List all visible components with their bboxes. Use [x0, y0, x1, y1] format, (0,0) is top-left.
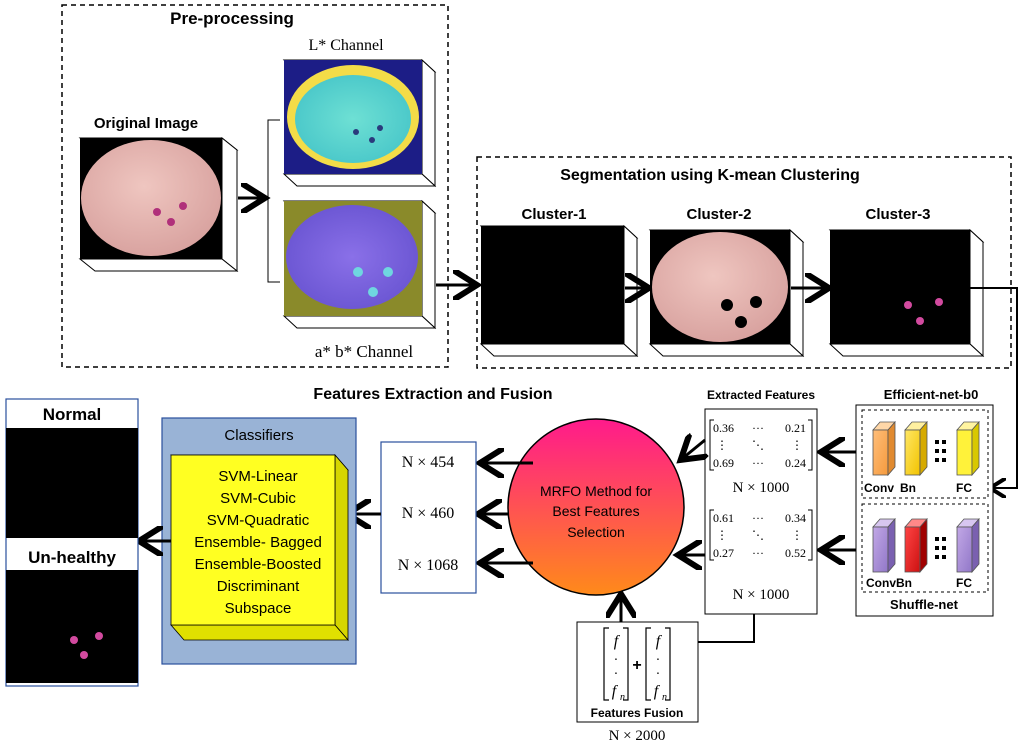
- fusion-f1-bottom: f: [612, 683, 619, 700]
- mrfo-line-2: Best Features: [552, 503, 639, 519]
- fusion-plus: +: [632, 657, 641, 674]
- matrix2-c: 0.27: [713, 546, 734, 560]
- mrfo-line-1: MRFO Method for: [540, 483, 652, 499]
- segmentation-title: Segmentation using K-mean Clustering: [560, 167, 860, 184]
- svg-text:·: ·: [656, 667, 661, 682]
- classifier-1: SVM-Linear: [218, 468, 297, 485]
- matrix1-d: 0.24: [785, 456, 806, 470]
- l-channel-tile: [282, 58, 437, 188]
- matrix2-d: 0.52: [785, 546, 806, 560]
- classifier-7: Subspace: [225, 600, 292, 617]
- classifiers-3d-box: [170, 453, 349, 642]
- mrfo-line-3: Selection: [567, 524, 625, 540]
- selected-dim-2: N × 460: [402, 505, 455, 522]
- cluster-1-tile: [479, 224, 639, 358]
- shufflenet-convbn-label: ConvBn: [866, 576, 912, 590]
- matrix2-dots-v2: ⋮: [791, 528, 803, 542]
- l-channel-label: L* Channel: [308, 37, 384, 54]
- normal-image: [6, 428, 138, 538]
- fusion-f1-top: f: [614, 633, 621, 650]
- efficientnet-conv-label: Conv: [864, 481, 894, 495]
- mrfo-circle: [507, 418, 685, 596]
- selected-dim-3: N × 1068: [398, 557, 459, 574]
- classifiers-title: Classifiers: [224, 427, 293, 444]
- fusion-f2-bottom: f: [654, 683, 661, 700]
- ab-channel-label: a* b* Channel: [315, 342, 413, 361]
- classifier-3: SVM-Quadratic: [207, 512, 310, 529]
- ab-channel-tile: [282, 199, 437, 330]
- cluster-3-label: Cluster-3: [865, 206, 930, 223]
- normal-label: Normal: [43, 405, 102, 424]
- matrix1-b: 0.21: [785, 421, 806, 435]
- extracted-dim-1: N × 1000: [733, 480, 790, 496]
- extracted-features-box: [704, 408, 818, 615]
- svg-text:·: ·: [614, 667, 619, 682]
- cluster-1-label: Cluster-1: [521, 206, 586, 223]
- features-extraction-title: Features Extraction and Fusion: [313, 386, 552, 403]
- matrix1-dots-v1: ⋮: [716, 438, 728, 452]
- shufflenet-fc-label: FC: [956, 576, 972, 590]
- matrix2-dots-v1: ⋮: [716, 528, 728, 542]
- extracted-features-title: Extracted Features: [707, 388, 815, 402]
- cluster-2-label: Cluster-2: [686, 206, 751, 223]
- matrix1-dots-h2: ···: [752, 456, 764, 470]
- preprocessing-box: [61, 4, 449, 368]
- efficientnet-title: Efficient-net-b0: [884, 387, 979, 402]
- matrix2-b: 0.34: [785, 511, 806, 525]
- extracted-dim-2: N × 1000: [733, 587, 790, 603]
- classifier-6: Discriminant: [217, 578, 300, 595]
- fusion-f2-subscript: n: [662, 692, 667, 703]
- fusion-f1-subscript: n: [620, 692, 625, 703]
- unhealthy-label: Un-healthy: [28, 548, 116, 567]
- svg-text:·: ·: [656, 653, 661, 668]
- matrix1-dots-v2: ⋮: [791, 438, 803, 452]
- selected-dim-1: N × 454: [402, 454, 455, 471]
- efficientnet-fc-label: FC: [956, 481, 972, 495]
- feature-matrix-2: 0.61 ··· 0.34 ⋮ ⋱ ⋮ 0.27 ··· 0.52: [709, 509, 813, 561]
- matrix2-dots-h2: ···: [752, 546, 764, 560]
- fusion-vector-1: f · · f n: [603, 627, 629, 703]
- efficientnet-bn-label: Bn: [900, 481, 916, 495]
- classifier-5: Ensemble-Boosted: [195, 556, 322, 573]
- matrix2-dots-d: ⋱: [752, 528, 764, 542]
- efficientnet-blocks: [872, 420, 980, 477]
- classifier-2: SVM-Cubic: [220, 490, 296, 507]
- svg-text:·: ·: [614, 653, 619, 668]
- feature-matrix-1: 0.36 ··· 0.21 ⋮ ⋱ ⋮ 0.69 ··· 0.24: [709, 419, 813, 471]
- cluster-2-tile: [648, 228, 805, 358]
- selected-features-box: [380, 441, 477, 594]
- cluster-3-tile: [828, 228, 985, 358]
- classifier-4: Ensemble- Bagged: [194, 534, 322, 551]
- fusion-vector-2: f · · f n: [645, 627, 671, 703]
- unhealthy-image: [6, 570, 138, 683]
- original-image-label: Original Image: [94, 115, 198, 132]
- matrix1-dots-d: ⋱: [752, 438, 764, 452]
- original-image-tile: [78, 136, 239, 273]
- features-fusion-label: Features Fusion: [591, 706, 684, 720]
- matrix2-a: 0.61: [713, 511, 734, 525]
- shufflenet-title: Shuffle-net: [890, 597, 959, 612]
- fusion-dim: N × 2000: [609, 728, 666, 744]
- preprocessing-title: Pre-processing: [170, 9, 294, 28]
- matrix1-a: 0.36: [713, 421, 734, 435]
- fusion-f2-top: f: [656, 633, 663, 650]
- matrix1-dots-h: ···: [752, 421, 764, 435]
- segmentation-box: [476, 156, 1012, 369]
- matrix1-c: 0.69: [713, 456, 734, 470]
- cell-image: [81, 140, 221, 256]
- matrix2-dots-h: ···: [752, 511, 764, 525]
- features-fusion-box: [576, 621, 699, 723]
- shufflenet-blocks: [872, 517, 980, 574]
